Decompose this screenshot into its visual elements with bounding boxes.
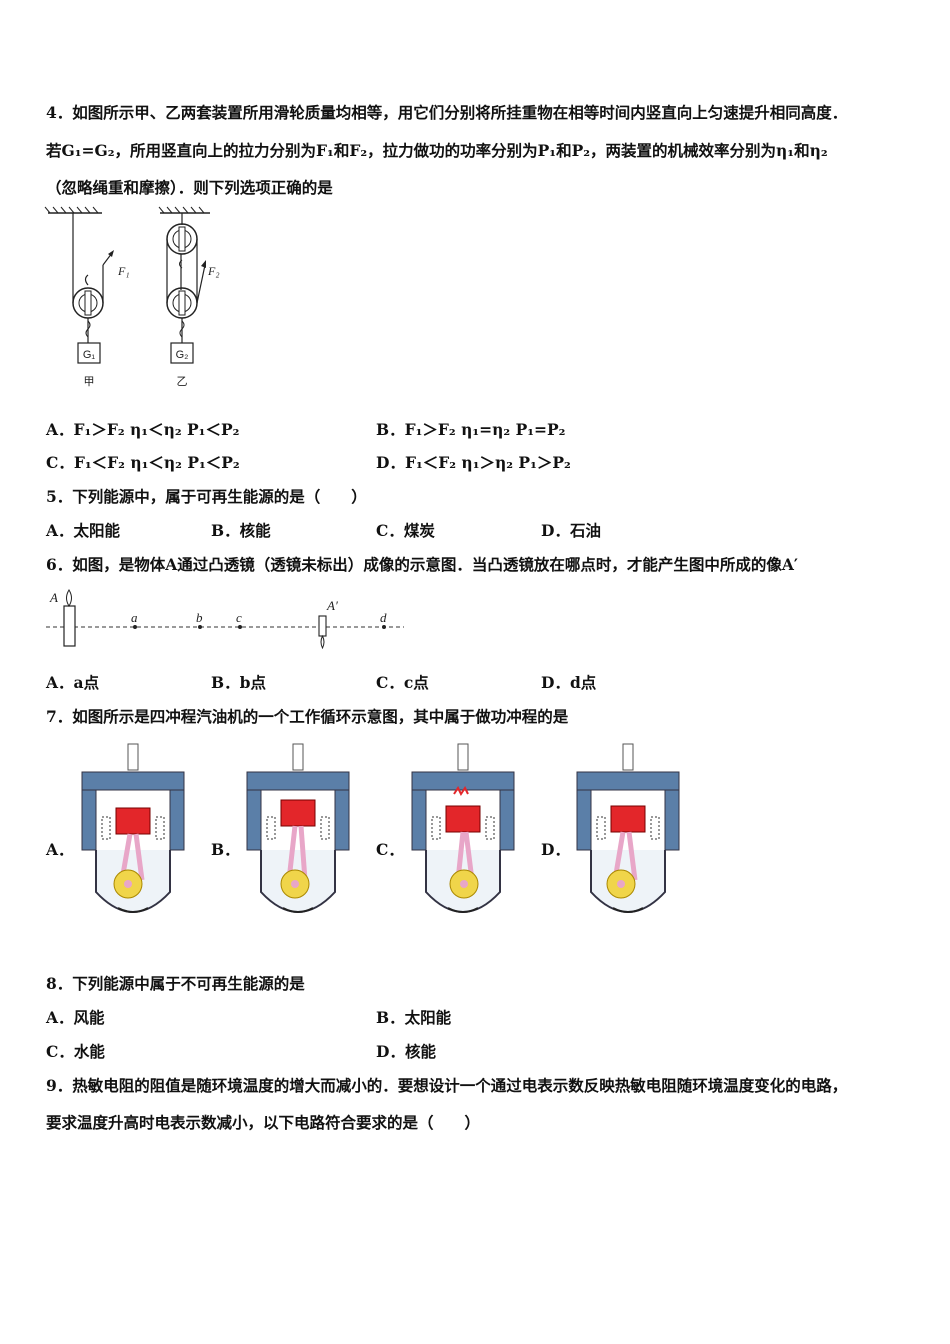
q5-option-c[interactable]: C．煤炭: [376, 521, 435, 540]
q4-option-a[interactable]: A．F₁＞F₂ η₁＜η₂ P₁＜P₂: [46, 420, 240, 439]
q4-option-d[interactable]: D．F₁＜F₂ η₁＞η₂ P₁＞P₂: [376, 453, 571, 472]
q4-stem-line2: 若G₁=G₂，所用竖直向上的拉力分别为F₁和F₂，拉力做功的功率分别为P₁和P₂…: [46, 141, 828, 160]
q8-option-b[interactable]: B．太阳能: [376, 1008, 452, 1027]
q6-stem: 6．如图，是物体A通过凸透镜（透镜未标出）成像的示意图．当凸透镜放在哪点时，才能…: [46, 555, 798, 574]
q7-stem: 7．如图所示是四冲程汽油机的一个工作循环示意图，其中属于做功冲程的是: [46, 707, 569, 726]
label-jia: 甲: [84, 375, 95, 388]
label-yi: 乙: [177, 375, 188, 388]
q5-option-d[interactable]: D．石油: [541, 521, 601, 540]
engine-diagram-b: [246, 743, 350, 913]
q7-option-d[interactable]: D．: [541, 840, 570, 859]
q6-option-b[interactable]: B．b点: [211, 673, 266, 692]
pulley-figure: G₁ F₁ 甲 G₂ F₂ 乙: [44, 206, 220, 388]
q9-stem-line2: 要求温度升高时电表示数减小，以下电路符合要求的是（ ）: [46, 1113, 481, 1132]
q7-option-a[interactable]: A．: [46, 840, 74, 859]
engine-diagram-c: [411, 743, 515, 913]
q4-stem-line3: （忽略绳重和摩擦）．则下列选项正确的是: [46, 178, 333, 197]
label-object-a: A: [49, 590, 58, 605]
label-g2: G₂: [176, 349, 189, 361]
q9-stem-line1: 9．热敏电阻的阻值是随环境温度的增大而减小的．要想设计一个通过电表示数反映热敏电…: [46, 1076, 848, 1095]
lens-figure: A a b c A′ d: [46, 589, 404, 650]
label-point-c: c: [236, 610, 242, 625]
q8-option-d[interactable]: D．核能: [376, 1042, 436, 1061]
q5-option-a[interactable]: A．太阳能: [46, 521, 121, 540]
q8-stem: 8．下列能源中属于不可再生能源的是: [46, 974, 305, 993]
label-point-b: b: [196, 610, 203, 625]
q8-option-a[interactable]: A．风能: [46, 1008, 105, 1027]
q7-option-c[interactable]: C．: [376, 840, 404, 859]
engine-diagram-d: [576, 743, 680, 913]
q4-option-b[interactable]: B．F₁＞F₂ η₁=η₂ P₁=P₂: [376, 420, 566, 439]
label-f2: F₂: [207, 264, 220, 278]
q6-option-d[interactable]: D．d点: [541, 673, 597, 692]
label-g1: G₁: [83, 349, 96, 361]
q6-option-a[interactable]: A．a点: [46, 673, 100, 692]
label-image-a: A′: [326, 598, 338, 613]
q6-option-c[interactable]: C．c点: [376, 673, 429, 692]
q4-option-c[interactable]: C．F₁＜F₂ η₁＜η₂ P₁＜P₂: [46, 453, 240, 472]
label-point-d: d: [380, 610, 387, 625]
q7-option-b[interactable]: B．: [211, 840, 240, 859]
q4-stem-line1: 4．如图所示甲、乙两套装置所用滑轮质量均相等，用它们分别将所挂重物在相等时间内竖…: [46, 103, 848, 122]
q5-stem: 5．下列能源中，属于可再生能源的是（ ）: [46, 487, 367, 506]
engine-diagram-a: [81, 743, 185, 913]
q8-option-c[interactable]: C．水能: [46, 1042, 105, 1061]
label-f1: F₁: [117, 264, 130, 278]
q5-option-b[interactable]: B．核能: [211, 521, 271, 540]
label-point-a: a: [131, 610, 138, 625]
